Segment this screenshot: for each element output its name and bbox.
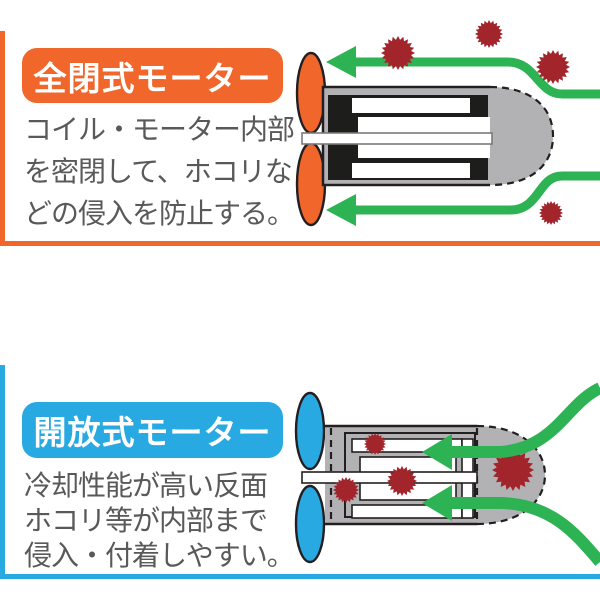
open-motor-description: 冷却性能が高い反面 ホコリ等が内部まで 侵入・付着しやすい。	[24, 468, 295, 573]
open-panel-border-bottom	[0, 574, 600, 579]
airflow-arrowhead-icon	[422, 485, 452, 521]
dust-particle-icon	[536, 50, 570, 84]
enclosed-desc-line-2: を密閉して、ホコリな	[24, 155, 293, 188]
dust-particle-icon	[475, 20, 503, 48]
dust-particle-icon	[364, 433, 386, 455]
motor-body-outline	[325, 424, 477, 526]
airflow-arrowhead-icon	[422, 434, 452, 470]
shaft	[301, 132, 493, 145]
open-motor-label: 開放式モーター	[22, 402, 283, 458]
open-desc-line-1: 冷却性能が高い反面	[24, 469, 268, 502]
open-panel-border-left	[0, 365, 5, 579]
airflow-arrow-icon	[352, 171, 600, 215]
dust-particle-icon	[492, 449, 534, 491]
enclosed-panel-border-bottom	[0, 241, 600, 246]
open-desc-line-3: 侵入・付着しやすい。	[24, 539, 295, 572]
airflow-arrowhead-icon	[326, 46, 356, 78]
enclosed-desc-line-1: コイル・モーター内部	[24, 113, 295, 146]
stator-slot-bottom	[352, 163, 470, 178]
enclosed-desc-line-3: どの侵入を防止する。	[24, 197, 295, 230]
airflow-arrow-icon	[450, 382, 600, 458]
dust-particle-icon	[387, 466, 417, 496]
fan-blade-icon	[295, 51, 327, 135]
open-desc-line-2: ホコリ等が内部まで	[24, 504, 268, 537]
dust-particle-icon	[333, 477, 359, 503]
open-motor-illustration	[294, 382, 600, 566]
dust-particle-icon	[539, 201, 563, 225]
dust-particle-icon	[381, 36, 415, 70]
enclosed-panel-border-left	[0, 31, 5, 246]
airflow-arrowhead-icon	[326, 194, 356, 226]
stator-slot-top	[352, 98, 470, 113]
fan-blade-icon	[295, 141, 327, 227]
airflow-arrow-icon	[450, 497, 600, 566]
airflow-arrow-icon	[352, 57, 600, 99]
enclosed-motor-label: 全閉式モーター	[22, 48, 283, 103]
fan-blade-icon	[294, 484, 326, 564]
enclosed-motor-illustration	[295, 20, 600, 227]
fan-blade-icon	[294, 391, 326, 471]
motor-endcap-dashed-outline	[489, 85, 555, 187]
enclosed-motor-description: コイル・モーター内部 を密閉して、ホコリな どの侵入を防止する。	[24, 109, 295, 235]
